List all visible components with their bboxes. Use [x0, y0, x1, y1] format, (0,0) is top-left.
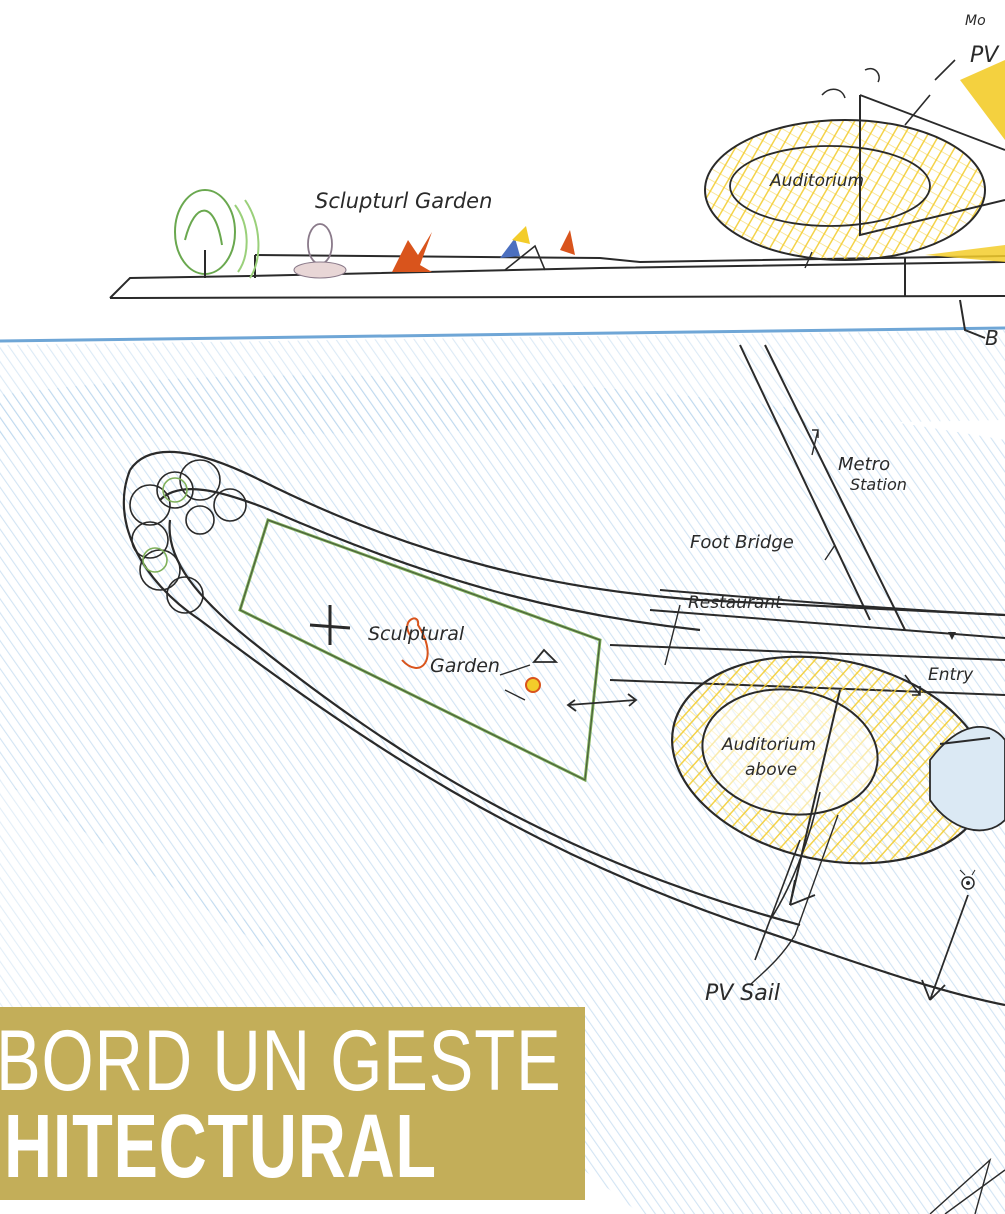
- label-entry: Entry: [928, 665, 974, 685]
- title-band: [0, 1007, 585, 1200]
- label-top-right-pv: PV: [970, 43, 1000, 68]
- label-sculptural-garden-plan-2: Garden: [430, 655, 500, 677]
- sculptures-elevation: [293, 223, 575, 279]
- label-auditorium-elevation: Auditorium: [769, 171, 864, 191]
- plan-garden: [238, 518, 602, 783]
- plan-sculptures: [309, 605, 638, 712]
- label-b: B: [985, 326, 999, 350]
- label-foot-bridge: Foot Bridge: [690, 532, 794, 553]
- label-auditorium-plan-1: Auditorium: [721, 735, 816, 755]
- title-line-2: HITECTURAL: [4, 1097, 437, 1197]
- plan-auditorium: [671, 632, 1005, 1001]
- label-top-right-small: Mo: [965, 13, 986, 29]
- label-auditorium-plan-2: above: [745, 760, 797, 780]
- label-restaurant: Restaurant: [688, 593, 783, 613]
- plan-trees: [129, 459, 247, 614]
- plan-peninsula: [122, 450, 1005, 1007]
- auditorium-elevation: [704, 59, 1005, 262]
- label-pv-sail: PV Sail: [705, 981, 780, 1006]
- water-hatching: [0, 330, 1005, 1214]
- leader-lines: [664, 429, 839, 986]
- label-metro: Metro: [838, 454, 890, 475]
- label-sculptural-garden-elevation: Sclupturl Garden: [315, 189, 492, 213]
- label-sculptural-garden-plan-1: Sculptural: [368, 623, 465, 645]
- sketch-labels: Sclupturl Garden Mo PV Auditorium B Metr…: [315, 13, 1000, 1006]
- title-line-1: BORD UN GESTE: [0, 1013, 562, 1109]
- label-station: Station: [850, 475, 907, 494]
- tree-icon: [174, 189, 260, 279]
- corner-scribble: [929, 1157, 1005, 1214]
- elevation-section: [0, 254, 1005, 343]
